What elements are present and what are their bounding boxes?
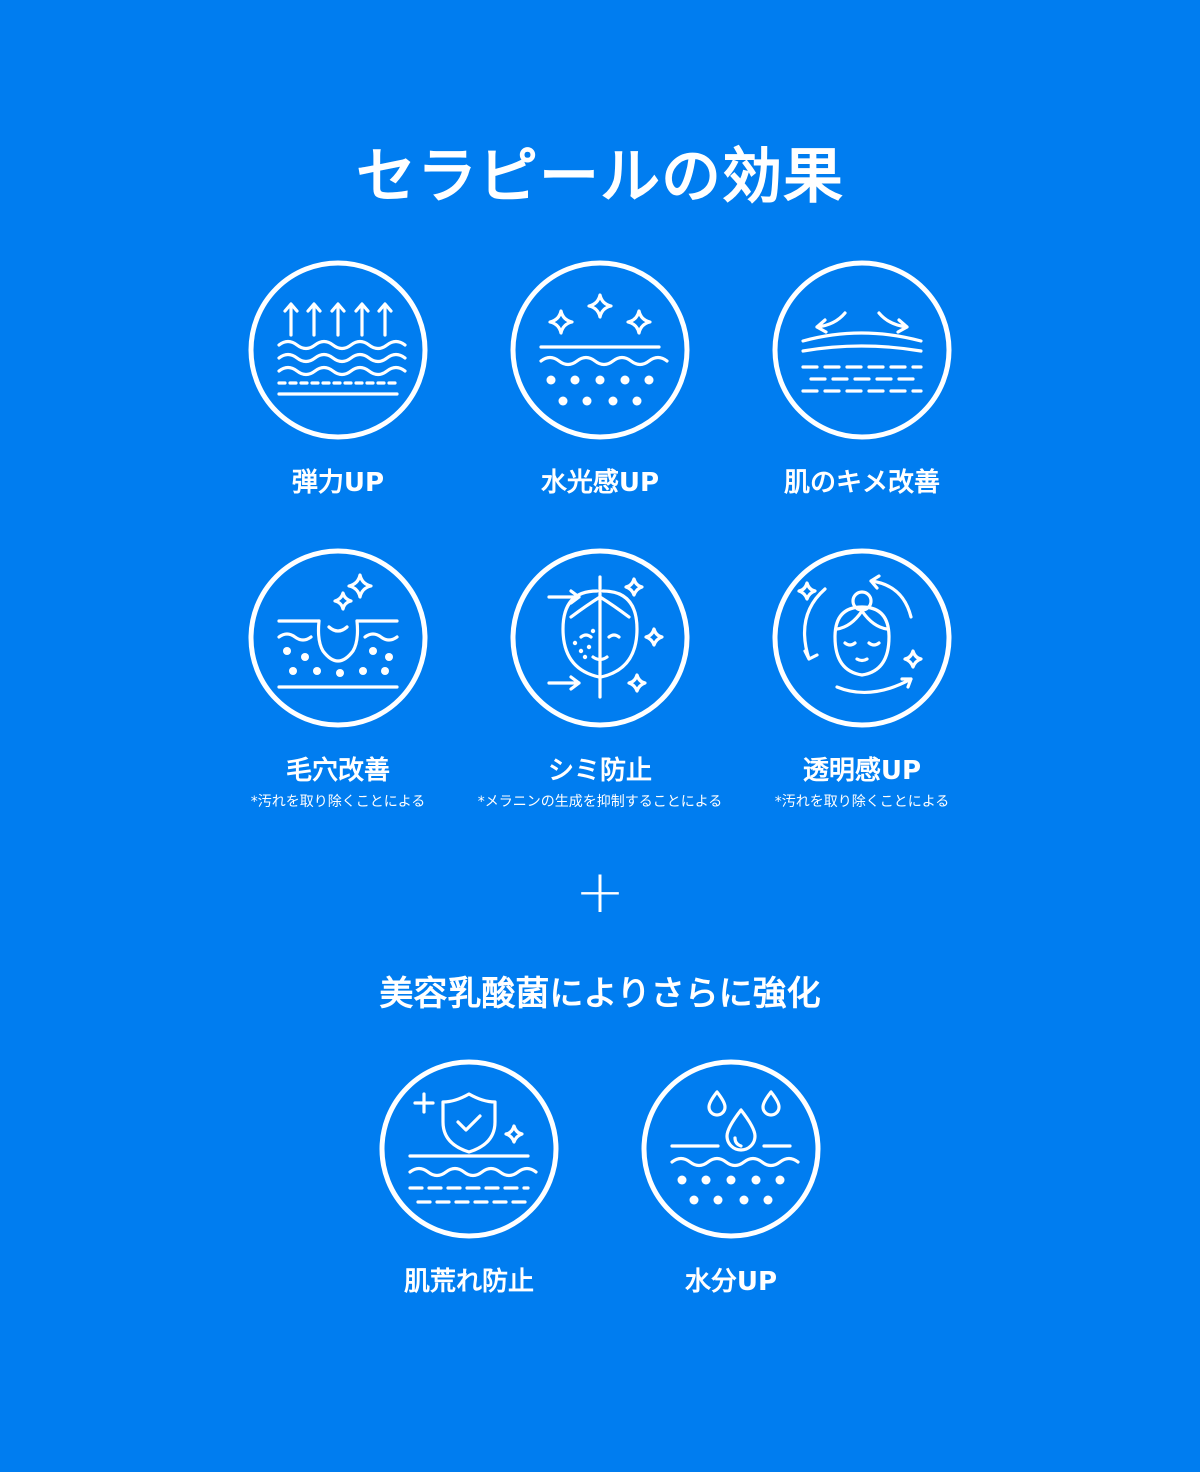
boost-label: 肌荒れ防止 [403,1267,534,1297]
shield-icon [379,1059,559,1239]
page-title: セラピールの効果 [356,142,844,212]
boost-label: 水分UP [684,1267,778,1297]
face-spot-icon [510,548,690,728]
skin-texture-icon [772,260,952,440]
effect-pore: 毛穴改善 *汚れを取り除くことによる [188,547,488,811]
effect-texture: 肌のキメ改善 [712,259,1012,499]
effect-spot: シミ防止 *メラニンの生成を抑制することによる [450,547,750,811]
boost-moisture: 水分UP [581,1058,881,1298]
effect-label: 弾力UP [291,468,385,498]
effect-label: 毛穴改善 [285,756,390,786]
effect-label: シミ防止 [547,756,652,786]
face-clarity-icon [772,548,952,728]
section-subtitle: 美容乳酸菌によりさらに強化 [379,974,821,1014]
effect-note: *汚れを取り除くことによる [774,794,950,810]
water-drop-icon [641,1059,821,1239]
effect-label: 透明感UP [802,756,922,786]
effect-glow: 水光感UP [450,259,750,499]
effect-clarity: 透明感UP *汚れを取り除くことによる [712,547,1012,811]
boost-protection: 肌荒れ防止 [319,1058,619,1298]
skin-elasticity-icon [248,260,428,440]
effect-label: 肌のキメ改善 [783,468,940,498]
effect-label: 水光感UP [540,468,660,498]
effect-elasticity: 弾力UP [188,259,488,499]
skin-glow-icon [510,260,690,440]
plus-icon: + [574,857,626,927]
effect-note: *メラニンの生成を抑制することによる [477,794,723,810]
effect-note: *汚れを取り除くことによる [250,794,426,810]
pore-icon [248,548,428,728]
